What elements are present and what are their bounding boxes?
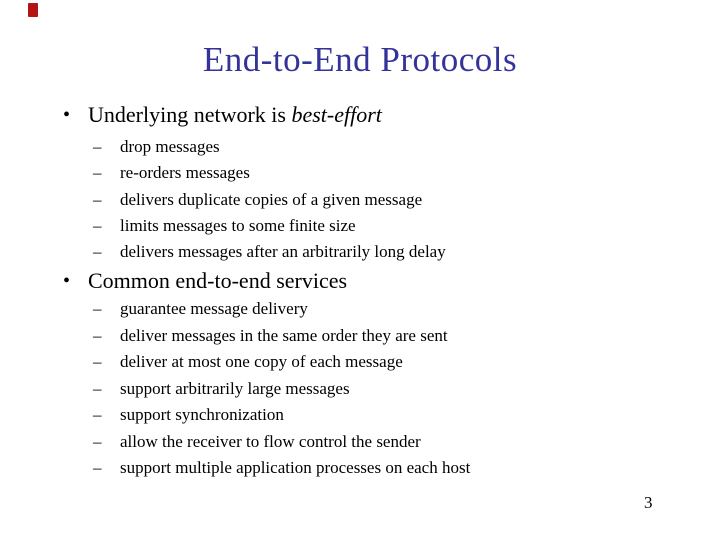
list-item: – limits messages to some finite size [93, 213, 446, 239]
dash-icon: – [93, 431, 102, 451]
dash-icon: – [93, 299, 102, 318]
list-item-text: deliver at most one copy of each message [120, 352, 403, 371]
list-item-text: guarantee message delivery [120, 299, 308, 318]
bullet-icon: • [63, 270, 71, 292]
list-item-text: delivers duplicate copies of a given mes… [120, 189, 423, 209]
dash-icon: – [93, 405, 102, 424]
dash-icon: – [93, 215, 102, 235]
list-item-text: deliver messages in the same order they … [120, 325, 448, 345]
list-item: – support arbitrarily large messages [93, 376, 470, 403]
dash-icon: – [93, 458, 102, 477]
list-item: – support synchronization [93, 402, 470, 429]
list-item: – guarantee message delivery [93, 296, 470, 323]
dash-icon: – [93, 352, 102, 371]
dash-icon: – [93, 242, 102, 262]
dash-icon: – [93, 325, 102, 345]
list-item: – delivers duplicate copies of a given m… [93, 187, 446, 213]
list-item: – delivers messages after an arbitrarily… [93, 239, 446, 265]
list-item: – deliver at most one copy of each messa… [93, 349, 470, 376]
list-item: – deliver messages in the same order the… [93, 323, 470, 350]
dash-icon: – [93, 163, 102, 183]
bullet-lead: Common end-to-end services [88, 268, 348, 293]
list-item-text: allow the receiver to flow control the s… [120, 431, 421, 451]
corner-marker [28, 3, 38, 17]
list-item-text: delivers messages after an arbitrarily l… [120, 242, 446, 262]
list-item-text: support arbitrarily large messages [120, 378, 350, 398]
bullet-icon: • [63, 104, 71, 126]
list-item: – allow the receiver to flow control the… [93, 429, 470, 456]
dash-icon: – [93, 378, 102, 398]
list-item-text: drop messages [120, 137, 220, 156]
list-item-text: support multiple application processes o… [120, 458, 471, 477]
bullet-text: Underlying network is best-effort [88, 100, 382, 130]
services-list: – guarantee message delivery – deliver m… [93, 296, 470, 482]
best-effort-list: – drop messages – re-orders messages – d… [93, 134, 446, 265]
bullet-text: Common end-to-end services [88, 266, 347, 296]
list-item-text: limits messages to some finite size [120, 215, 356, 235]
slide-title: End-to-End Protocols [202, 40, 518, 79]
dash-icon: – [93, 189, 102, 209]
list-item-text: support synchronization [120, 405, 284, 424]
page-number: 3 [644, 493, 653, 512]
list-item: – drop messages [93, 134, 446, 160]
bullet-emphasis: best-effort [291, 102, 382, 127]
dash-icon: – [93, 137, 102, 156]
list-item: – support multiple application processes… [93, 455, 470, 482]
bullet-underlying-network: • Underlying network is best-effort [63, 100, 382, 130]
bullet-lead: Underlying network is [88, 102, 292, 127]
list-item-text: re-orders messages [120, 163, 250, 183]
list-item: – re-orders messages [93, 160, 446, 186]
bullet-common-services: • Common end-to-end services [63, 266, 347, 296]
